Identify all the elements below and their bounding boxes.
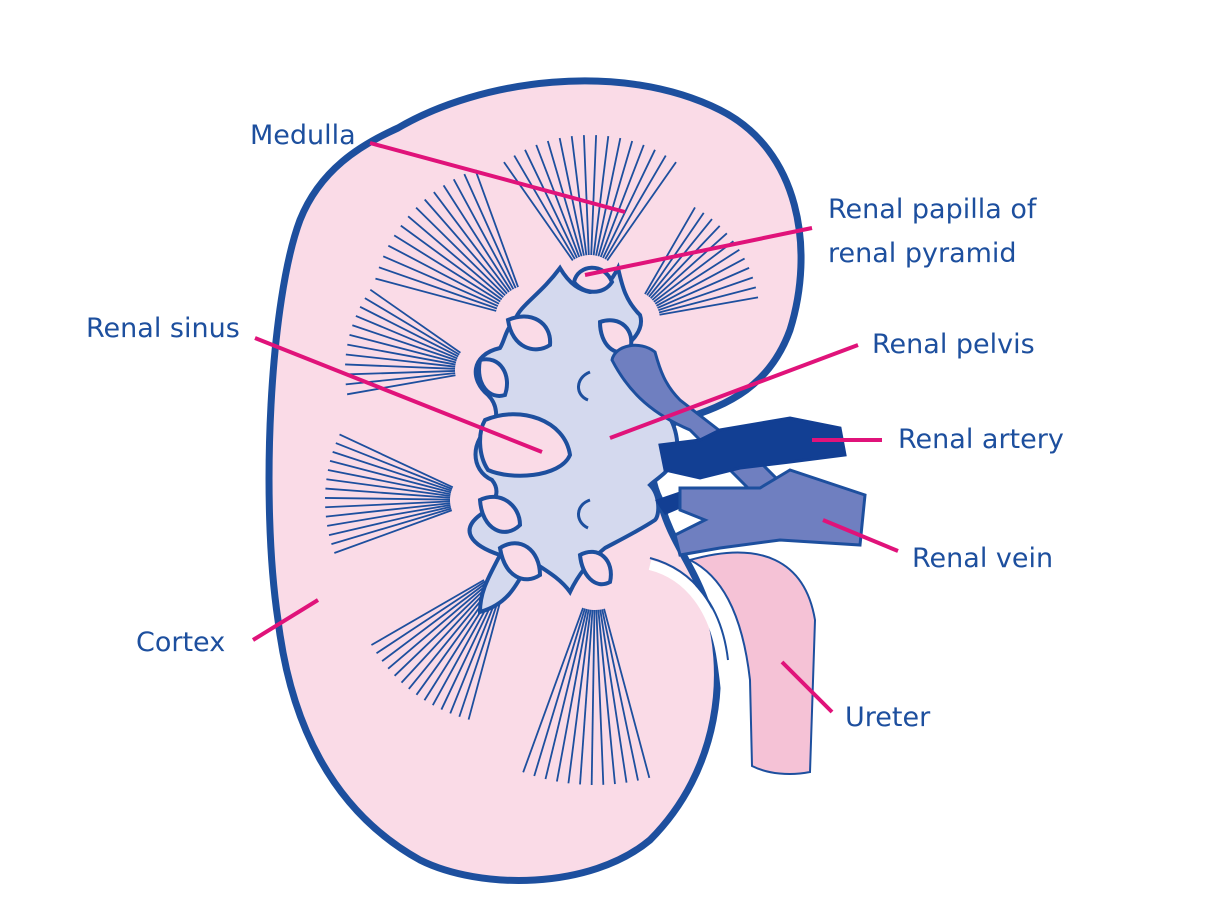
label-renal-artery: Renal artery: [898, 424, 1064, 455]
label-renal-pelvis: Renal pelvis: [872, 329, 1035, 360]
label-medulla: Medulla: [250, 120, 356, 151]
renal-vein: [675, 470, 865, 555]
label-renal-sinus: Renal sinus: [86, 313, 240, 344]
label-ureter: Ureter: [845, 702, 931, 733]
label-renal-vein: Renal vein: [912, 543, 1053, 574]
label-renal-papilla-line1: Renal papilla of: [828, 194, 1038, 225]
label-cortex: Cortex: [136, 627, 225, 658]
label-renal-papilla-line2: renal pyramid: [828, 238, 1017, 269]
